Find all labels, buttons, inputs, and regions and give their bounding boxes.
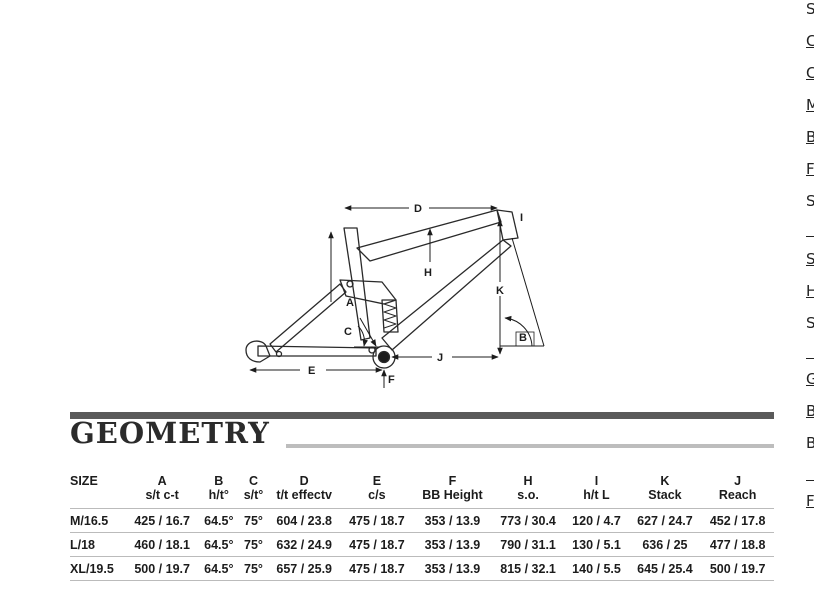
label-k: K bbox=[496, 285, 504, 297]
cell-c: 75° bbox=[239, 532, 268, 557]
cell-d: 657 / 25.9 bbox=[267, 556, 341, 581]
side-text-1: S bbox=[806, 0, 814, 18]
cell-j: 452 / 17.8 bbox=[701, 508, 774, 533]
side-link-5[interactable]: B bbox=[806, 128, 814, 146]
side-link-9[interactable]: H bbox=[806, 282, 814, 300]
cell-c: 75° bbox=[239, 556, 268, 581]
label-c: C bbox=[344, 326, 352, 338]
side-link-11[interactable]: G bbox=[806, 370, 814, 388]
cell-a: 425 / 16.7 bbox=[125, 508, 199, 533]
side-link-12[interactable]: B bbox=[806, 402, 814, 420]
side-text-10: S bbox=[806, 314, 814, 332]
side-link-4[interactable]: M bbox=[806, 96, 814, 114]
cell-b: 64.5° bbox=[198, 556, 240, 581]
cell-h: 790 / 31.1 bbox=[491, 532, 565, 557]
label-j: J bbox=[437, 352, 443, 364]
cell-a: 500 / 19.7 bbox=[125, 556, 199, 581]
cell-k: 627 / 24.7 bbox=[628, 508, 702, 533]
cell-b: 64.5° bbox=[198, 508, 240, 533]
cell-d: 604 / 23.8 bbox=[267, 508, 341, 533]
side-divider bbox=[806, 480, 814, 481]
side-link-8[interactable]: S bbox=[806, 250, 814, 268]
label-b: B bbox=[519, 332, 527, 344]
cell-j: 500 / 19.7 bbox=[701, 556, 774, 581]
cell-c: 75° bbox=[239, 508, 268, 533]
label-h: H bbox=[424, 267, 432, 279]
side-link-2[interactable]: C bbox=[806, 32, 814, 50]
cell-f: 353 / 13.9 bbox=[413, 508, 492, 533]
cell-e: 475 / 18.7 bbox=[340, 532, 414, 557]
label-i: I bbox=[520, 212, 523, 224]
cell-i: 120 / 4.7 bbox=[564, 508, 629, 533]
side-link-3[interactable]: C bbox=[806, 64, 814, 82]
cell-k: 636 / 25 bbox=[628, 532, 702, 557]
seat-stay bbox=[269, 283, 347, 353]
cell-i: 140 / 5.5 bbox=[564, 556, 629, 581]
label-a: A bbox=[346, 297, 354, 309]
label-d: D bbox=[414, 203, 422, 215]
shock bbox=[381, 299, 399, 333]
side-divider bbox=[806, 236, 814, 237]
cell-size: M/16.5 bbox=[70, 508, 126, 533]
seat-tube bbox=[343, 227, 371, 341]
frame-geometry-diagram: D I H K A C B E J F bbox=[245, 201, 545, 388]
cell-size: XL/19.5 bbox=[70, 556, 126, 581]
cell-h: 773 / 30.4 bbox=[491, 508, 565, 533]
cell-f: 353 / 13.9 bbox=[413, 532, 492, 557]
side-link-14[interactable]: F bbox=[806, 492, 814, 510]
dropout bbox=[245, 340, 271, 363]
label-e: E bbox=[308, 365, 315, 377]
cell-j: 477 / 18.8 bbox=[701, 532, 774, 557]
side-text-7: S bbox=[806, 192, 814, 210]
side-link-6[interactable]: F bbox=[806, 160, 814, 178]
cell-a: 460 / 18.1 bbox=[125, 532, 199, 557]
label-f: F bbox=[388, 374, 395, 386]
down-tube bbox=[381, 239, 512, 351]
side-text-13: B bbox=[806, 434, 814, 452]
cell-f: 353 / 13.9 bbox=[413, 556, 492, 581]
chain-stay bbox=[257, 345, 377, 357]
cell-b: 64.5° bbox=[198, 532, 240, 557]
col-header-size: SIZE bbox=[70, 474, 98, 488]
section-title: GEOMETRY bbox=[70, 416, 270, 450]
cell-size: L/18 bbox=[70, 532, 126, 557]
cell-e: 475 / 18.7 bbox=[340, 508, 414, 533]
cell-h: 815 / 32.1 bbox=[491, 556, 565, 581]
table-row: M/16.5 425 / 16.7 64.5° 75° 604 / 23.8 4… bbox=[70, 508, 774, 533]
section-header-bar bbox=[70, 412, 774, 419]
head-tube bbox=[496, 209, 519, 241]
cell-i: 130 / 5.1 bbox=[564, 532, 629, 557]
table-row: XL/19.5 500 / 19.7 64.5° 75° 657 / 25.9 … bbox=[70, 556, 774, 581]
top-tube bbox=[356, 209, 502, 262]
cell-d: 632 / 24.9 bbox=[267, 532, 341, 557]
table-row: L/18 460 / 18.1 64.5° 75° 632 / 24.9 475… bbox=[70, 532, 774, 557]
side-divider bbox=[806, 358, 814, 359]
cell-e: 475 / 18.7 bbox=[340, 556, 414, 581]
cell-k: 645 / 25.4 bbox=[628, 556, 702, 581]
section-header-underline bbox=[286, 444, 774, 448]
